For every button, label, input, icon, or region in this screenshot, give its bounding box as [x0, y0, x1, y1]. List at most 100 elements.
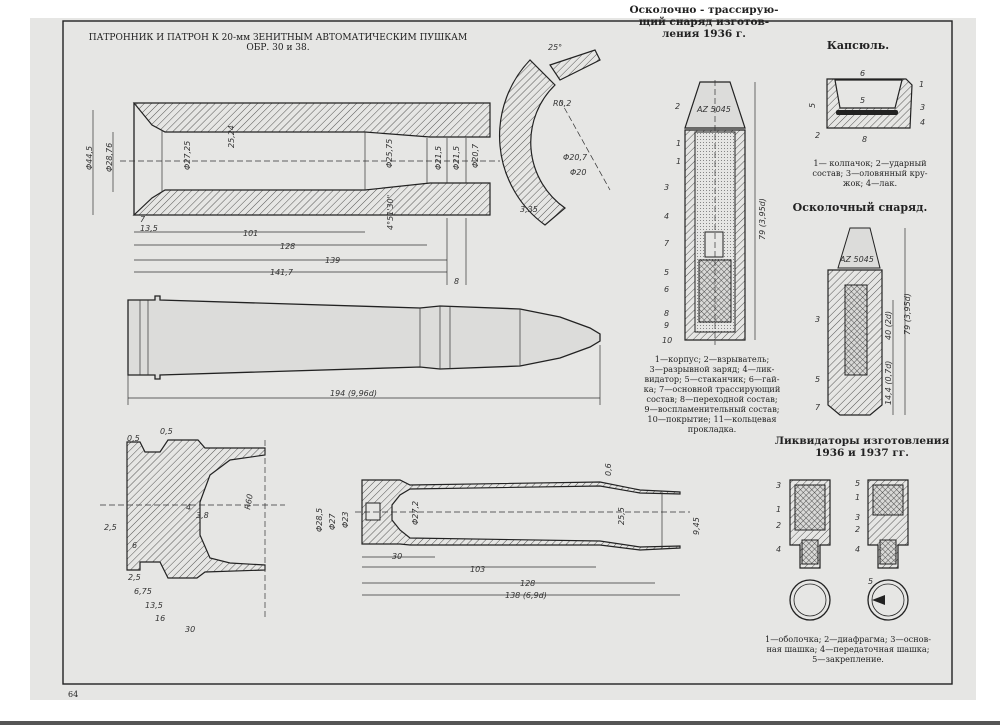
page-frame — [62, 20, 953, 685]
dim-label: Φ20,7 — [471, 143, 480, 168]
section-heading: Осколочно - трассирую- — [630, 4, 779, 16]
dim-label: Φ20,7 — [563, 153, 588, 162]
dim-label: 0,6 — [604, 463, 613, 476]
dim-label: 128 — [520, 579, 535, 588]
title-line-1: ПАТРОННИК И ПАТРОН К 20-мм ЗЕНИТНЫМ АВТО… — [89, 33, 467, 43]
cartridge-side-view: 194 (9,96d) — [127, 295, 601, 405]
drawing-label: 3 — [815, 315, 820, 324]
drawing-label: 1 — [855, 493, 860, 502]
dim-label: 13,5 — [145, 601, 163, 610]
frag-shell-drawing: Осколочный снаряд. AZ 5045 40 (2d) 79 (3… — [793, 201, 928, 416]
dim-label: 2,5 — [128, 573, 141, 582]
drawing-label: ная шашка; 4—передаточная шашка; — [766, 644, 929, 654]
dim-label: 25,24 — [227, 125, 236, 148]
drawing-label: прокладка. — [688, 424, 736, 434]
drawing-label: состав; 8—переходной состав; — [646, 394, 777, 404]
dim-label: 9,45 — [692, 517, 701, 535]
drawing-label: 8 — [862, 135, 867, 144]
drawing-label: 5 — [860, 96, 865, 105]
drawing-label: 4 — [920, 118, 925, 127]
drawing-label: 6 — [860, 69, 865, 78]
drawing-label: 4 — [855, 545, 860, 554]
page-number: 64 — [68, 690, 78, 699]
drawing-label: 2 — [776, 521, 781, 530]
drawing-label: жок; 4—лак. — [843, 178, 897, 188]
drawing-label: 7 — [664, 239, 670, 248]
dim-label: 2,5 — [104, 523, 117, 532]
drawing-label: AZ 5045 — [839, 255, 874, 264]
section-heading: Капсюль. — [827, 39, 889, 52]
drawing-label: 2 — [675, 102, 680, 111]
section-heading: ления 1936 г. — [662, 28, 746, 40]
drawing-label: 1 — [676, 139, 681, 148]
drawing-label: 1 — [676, 157, 681, 166]
drawing-label: AZ 5045 — [696, 105, 731, 114]
drawing-label: 1—оболочка; 2—диафрагма; 3—основ- — [765, 634, 931, 644]
drawing-label: 4 — [776, 545, 781, 554]
dim-label: Φ27,2 — [411, 501, 420, 525]
dim-label: Φ23 — [341, 512, 350, 528]
dim-label: 141,7 — [270, 268, 294, 277]
section-heading: Ликвидаторы изготовления — [775, 435, 950, 447]
dim-label: Φ28,5 — [315, 508, 324, 532]
dim-label: Φ27,25 — [183, 141, 192, 170]
dim-label: 6 — [132, 541, 137, 550]
dim-label: 7 — [140, 215, 146, 224]
drawing-label: 10 — [662, 336, 672, 345]
dim-label: 8 — [454, 277, 459, 286]
dim-label: 3,35 — [520, 205, 538, 214]
dim-label: R0,2 — [553, 99, 571, 108]
primer-drawing: Капсюль. 6 5 5 8 1 3 4 2 1— колпачок; 2—… — [808, 39, 928, 188]
section-heading: Осколочный снаряд. — [793, 201, 928, 214]
dim-label: R60 — [243, 493, 255, 510]
dim-label: 4 — [186, 503, 191, 512]
drawing-label: 1—корпус; 2—взрыватель; — [655, 354, 769, 364]
dim-label: 30 — [185, 625, 195, 634]
drawing-label: 5 — [855, 479, 860, 488]
drawing-label: 5 — [808, 103, 817, 108]
dim-label: Φ27 — [328, 513, 337, 530]
self-destructs-drawing: Ликвидаторы изготовления 1936 и 1937 гг.… — [765, 435, 950, 664]
chamber-section-drawing — [92, 102, 500, 285]
dim-label: Φ25,75 — [385, 139, 394, 168]
dim-label: Φ44,5 — [85, 146, 94, 170]
drawing-label: 5—закрепление. — [812, 654, 884, 664]
dim-label: 4°51'30" — [386, 195, 395, 230]
dim-label: 25° — [548, 43, 562, 52]
dim-label: Φ28,76 — [105, 143, 114, 172]
drawing-label: 3 — [776, 481, 781, 490]
drawing-label: видатор; 5—стаканчик; 6—гай- — [644, 374, 779, 384]
dim-label: 0,5 — [160, 427, 173, 436]
drawing-label: 3 — [855, 513, 860, 522]
cartridge-case-section: Φ28,5 Φ27 Φ23 Φ27,2 25,5 9,45 0,6 30 103… — [315, 463, 701, 600]
drawing-label: 9 — [664, 321, 669, 330]
cartridge-length-label: 194 (9,96d) — [330, 389, 377, 398]
drawing-label: 79 (3,95d) — [758, 198, 767, 240]
section-heading: щий снаряд изготов- — [639, 16, 769, 28]
dim-label: 6,75 — [134, 587, 152, 596]
drawing-label: 9—воспламенительный состав; — [644, 404, 779, 414]
drawing-label: 2 — [855, 525, 860, 534]
drawing-label: 4 — [664, 212, 669, 221]
drawing-label: 1 — [919, 80, 924, 89]
dim-label: 30 — [392, 552, 402, 561]
drawing-label: 2 — [815, 131, 820, 140]
drawing-label: 40 (2d) — [884, 311, 893, 340]
dim-label: 128 — [280, 242, 295, 251]
tracer-shell-caption: 1—корпус; 2—взрыватель; 3—разрывной заря… — [644, 354, 781, 434]
drawing-label: 3—разрывной заряд; 4—лик- — [650, 364, 775, 374]
tracer-shell-drawing: Осколочно - трассирую- щий снаряд изгото… — [630, 4, 779, 345]
chamber-cross-section: 25° R0,2 Φ20,7 Φ20 3,35 — [498, 43, 611, 226]
drawing-label: состав; 3—оловянный кру- — [812, 168, 927, 178]
drawing-label: 10—покрытие; 11—кольцевая — [647, 414, 776, 424]
dim-label: 101 — [243, 229, 258, 238]
dim-label: Φ21,5 — [452, 146, 461, 170]
drawing-label: 3 — [920, 103, 925, 112]
drawing-label: 6 — [664, 285, 669, 294]
title-line-2: ОБР. 30 и 38. — [246, 43, 309, 53]
drawing-label: 14,4 (0,7d) — [884, 361, 893, 405]
dim-label: 25,5 — [617, 507, 626, 525]
viewer-bottom-bar — [0, 721, 1000, 725]
dim-label: 3,8 — [196, 511, 209, 520]
